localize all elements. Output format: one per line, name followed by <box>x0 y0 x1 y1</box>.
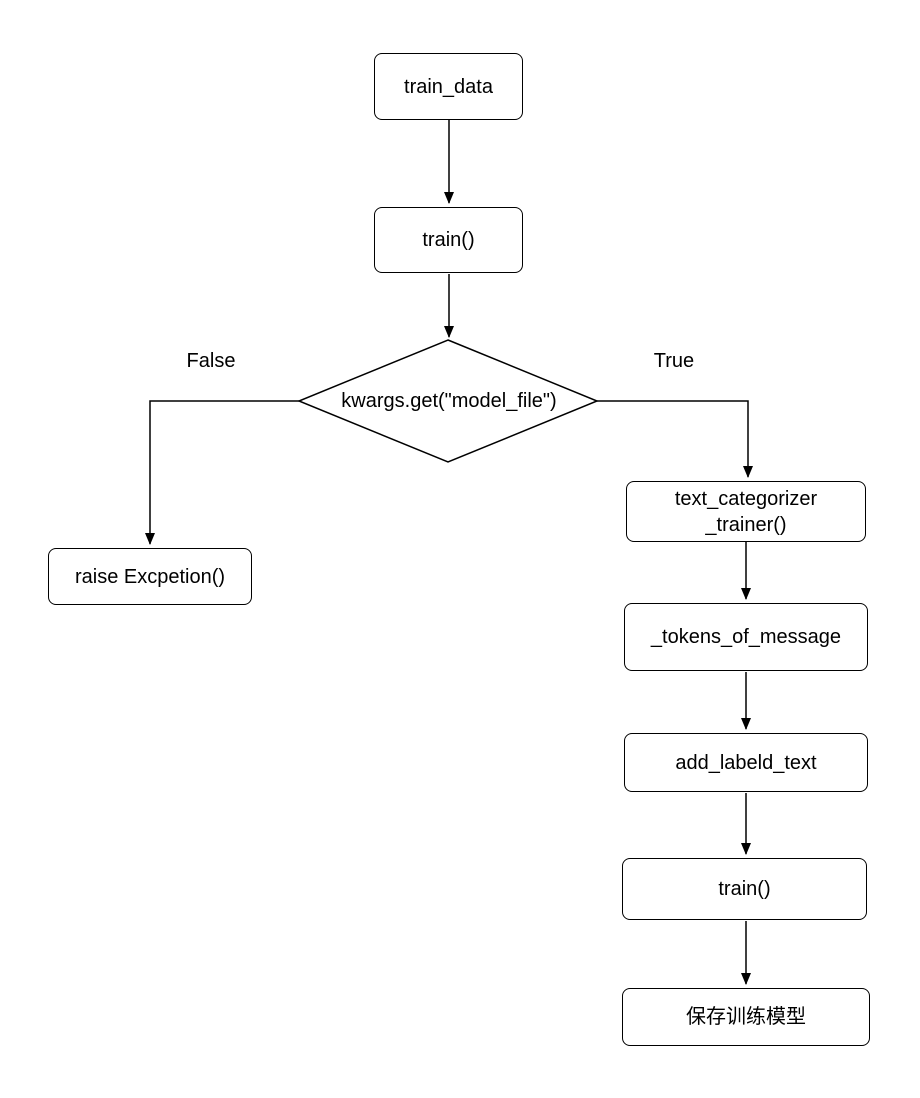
node-raise-exception: raise Excpetion() <box>48 548 252 605</box>
edge-decision-true-to-trainer <box>597 400 753 478</box>
branch-label-false: False <box>186 350 236 372</box>
edge-decision-false-to-raise-exception <box>145 400 299 545</box>
node-add-labeled-text: add_labeld_text <box>624 733 868 792</box>
node-tokens-of-message: _tokens_of_message <box>624 603 868 671</box>
node-train-data: train_data <box>374 53 523 120</box>
node-train-2: train() <box>622 858 867 920</box>
node-train: train() <box>374 207 523 273</box>
decision-diamond-shape <box>297 339 599 463</box>
branch-label-true: True <box>653 350 695 372</box>
node-text-categorizer-trainer: text_categorizer _trainer() <box>626 481 866 542</box>
node-decision-label: kwargs.get("model_file") <box>341 389 557 412</box>
node-save-model: 保存训练模型 <box>622 988 870 1046</box>
